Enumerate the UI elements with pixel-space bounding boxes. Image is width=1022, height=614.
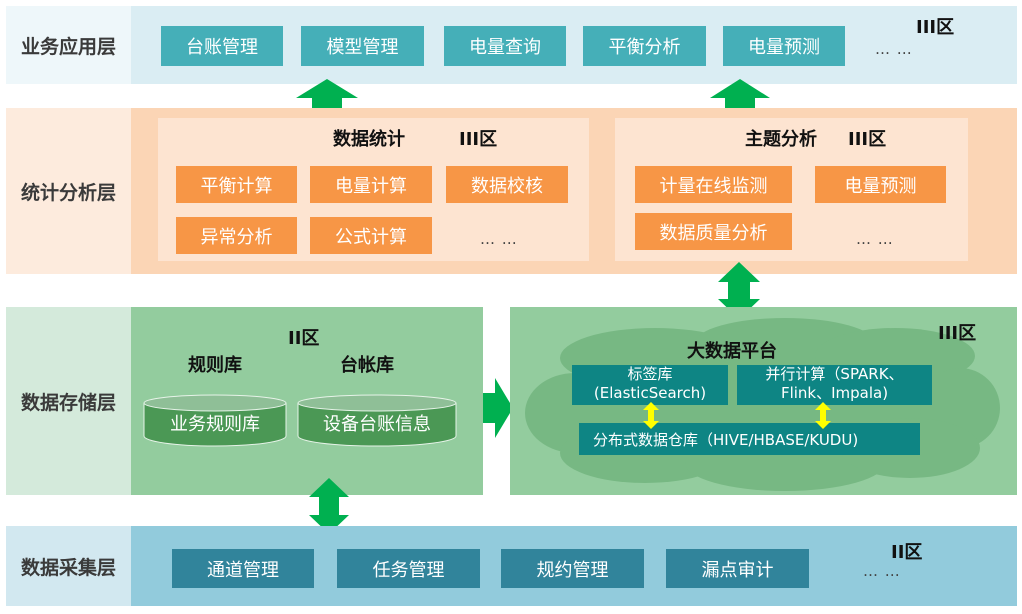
bidirectional-arrow-icon	[309, 478, 349, 534]
right-arrow-icon	[483, 378, 513, 438]
collect-item-protocol-mgmt[interactable]: 规约管理	[501, 549, 644, 588]
tag-library-name: 标签库	[627, 365, 673, 383]
app-item-label: 模型管理	[326, 37, 399, 58]
app-item-balance-analysis[interactable]: 平衡分析	[583, 26, 706, 66]
rule-db-title: 规则库	[188, 355, 242, 376]
parallel-compute-box[interactable]: 并行计算（SPARK、 Flink、Impala)	[737, 365, 932, 405]
collect-item-task-mgmt[interactable]: 任务管理	[337, 549, 480, 588]
up-arrow-icon	[296, 79, 358, 113]
topic-analysis-title: 主题分析	[745, 129, 817, 150]
app-item-ledger-mgmt[interactable]: 台账管理	[161, 26, 283, 66]
collection-layer-label: 数据采集层	[6, 526, 131, 606]
ledger-db-title: 台帐库	[340, 355, 394, 376]
collect-item-label: 任务管理	[372, 559, 445, 581]
storage-layer-label: 数据存储层	[6, 307, 131, 495]
app-item-label: 平衡分析	[608, 37, 681, 58]
statistics-layer-label: 统计分析层	[6, 108, 131, 274]
stat-item-data-check[interactable]: 数据校核	[446, 166, 568, 203]
storage-left-zone: II区	[288, 328, 320, 349]
yellow-bidirectional-arrow-icon	[643, 402, 659, 429]
app-more-ellipsis: … …	[875, 40, 913, 58]
stat-item-anomaly-analysis[interactable]: 异常分析	[176, 217, 297, 254]
database-cylinder-icon	[297, 394, 457, 447]
stat-more-ellipsis: … …	[480, 230, 518, 248]
cylinder-body	[297, 403, 457, 447]
collect-item-label: 漏点审计	[701, 559, 774, 581]
stat-item-label: 公式计算	[335, 226, 407, 248]
topic-item-label: 电量预测	[844, 175, 917, 197]
app-item-model-mgmt[interactable]: 模型管理	[301, 26, 424, 66]
statistics-layer-title: 统计分析层	[20, 181, 116, 204]
stat-item-label: 电量计算	[335, 175, 407, 197]
yellow-arrow-shape	[643, 402, 659, 429]
stat-item-formula-calc[interactable]: 公式计算	[310, 217, 432, 254]
app-item-label: 台账管理	[186, 37, 258, 58]
storage-right-zone: III区	[938, 323, 977, 344]
db-item-label: 设备台账信息	[323, 414, 431, 435]
stat-item-balance-calc[interactable]: 平衡计算	[176, 166, 297, 203]
stat-item-energy-calc[interactable]: 电量计算	[310, 166, 432, 203]
app-item-energy-forecast[interactable]: 电量预测	[723, 26, 845, 66]
topic-analysis-zone: III区	[848, 129, 887, 150]
bidirectional-arrow-shape	[718, 262, 760, 319]
parallel-compute-line1: 并行计算（SPARK、	[765, 365, 904, 383]
collection-layer-title: 数据采集层	[20, 556, 116, 579]
application-layer-title: 业务应用层	[20, 35, 116, 58]
app-zone-label: III区	[916, 17, 955, 38]
stat-item-label: 异常分析	[200, 226, 273, 248]
collect-item-channel-mgmt[interactable]: 通道管理	[172, 549, 314, 588]
collect-more-ellipsis: … …	[863, 562, 901, 580]
distributed-warehouse-box[interactable]: 分布式数据仓库（HIVE/HBASE/KUDU)	[579, 423, 920, 455]
cylinder-body	[143, 403, 287, 447]
big-data-platform-title: 大数据平台	[687, 341, 777, 362]
stat-item-label: 平衡计算	[200, 175, 273, 197]
collect-item-leak-audit[interactable]: 漏点审计	[666, 549, 809, 588]
db-item-label: 业务规则库	[170, 414, 260, 435]
app-item-energy-query[interactable]: 电量查询	[444, 26, 566, 66]
collect-item-label: 规约管理	[536, 559, 609, 581]
topic-item-quality-analysis[interactable]: 数据质量分析	[635, 213, 792, 250]
topic-item-online-monitor[interactable]: 计量在线监测	[635, 166, 792, 203]
storage-layer-title: 数据存储层	[20, 391, 116, 414]
application-layer-label: 业务应用层	[6, 6, 131, 84]
cylinder-top	[297, 394, 457, 412]
yellow-bidirectional-arrow-icon	[815, 402, 831, 429]
data-statistics-title: 数据统计	[333, 129, 405, 150]
app-item-label: 电量预测	[748, 37, 820, 58]
up-arrow-icon	[710, 79, 770, 113]
tag-library-box[interactable]: 标签库 (ElasticSearch)	[572, 365, 728, 405]
parallel-compute-line2: Flink、Impala)	[780, 384, 889, 402]
business-rule-db[interactable]: 业务规则库	[143, 408, 287, 438]
database-cylinder-icon	[143, 394, 287, 447]
app-item-label: 电量查询	[469, 37, 541, 58]
data-statistics-zone: III区	[459, 129, 498, 150]
up-arrow-shape	[710, 79, 770, 113]
collect-item-label: 通道管理	[207, 559, 279, 581]
tag-library-tech: (ElasticSearch)	[593, 384, 707, 402]
yellow-arrow-shape	[815, 402, 831, 429]
topic-item-label: 计量在线监测	[659, 175, 768, 197]
bidirectional-arrow-shape	[309, 478, 349, 534]
equipment-ledger-db[interactable]: 设备台账信息	[297, 408, 457, 438]
bidirectional-arrow-icon	[718, 262, 760, 319]
topic-more-ellipsis: … …	[856, 230, 894, 248]
topic-item-label: 数据质量分析	[659, 222, 768, 244]
cylinder-top	[143, 394, 287, 412]
up-arrow-shape	[296, 79, 358, 113]
distributed-warehouse-label: 分布式数据仓库（HIVE/HBASE/KUDU)	[593, 430, 859, 449]
collect-zone-label: II区	[891, 542, 923, 563]
topic-item-energy-forecast[interactable]: 电量预测	[815, 166, 946, 203]
right-arrow-shape	[483, 378, 513, 438]
stat-item-label: 数据校核	[471, 175, 543, 197]
